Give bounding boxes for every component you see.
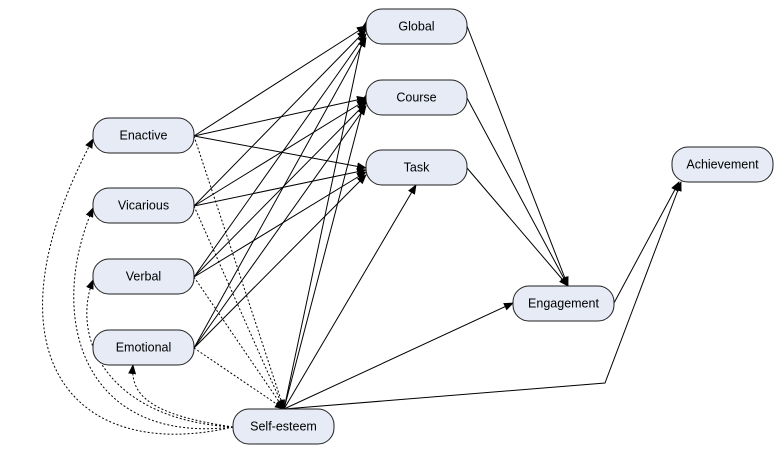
edge-emotional-to-global <box>193 37 367 349</box>
edge-self-esteem-to-global <box>283 21 369 410</box>
edge-enactive-to-self-esteem <box>193 135 285 410</box>
edge-self-esteem-to-vicarious <box>73 207 234 430</box>
node-achievement: Achievement <box>671 146 774 183</box>
edge-enactive-to-global <box>193 25 367 137</box>
edge-verbal-to-task <box>193 171 367 278</box>
node-verbal: Verbal <box>92 258 195 295</box>
edge-self-esteem-to-course <box>283 94 368 410</box>
edge-self-esteem-to-emotional <box>128 364 234 428</box>
edge-self-esteem-to-achievement <box>283 181 682 410</box>
node-course: Course <box>365 79 468 116</box>
node-emotional: Emotional <box>92 329 195 366</box>
node-course-label: Course <box>396 90 436 104</box>
node-vicarious: Vicarious <box>92 187 195 224</box>
node-verbal-label: Verbal <box>126 269 161 283</box>
edge-self-esteem-to-task <box>283 184 417 410</box>
edge-enactive-to-task <box>193 135 367 171</box>
edge-verbal-to-course <box>193 102 367 278</box>
edge-vicarious-to-self-esteem <box>193 205 285 410</box>
edge-vicarious-to-task <box>193 167 367 207</box>
node-self-esteem-label: Self-esteem <box>250 419 317 433</box>
node-vicarious-label: Vicarious <box>118 198 169 212</box>
node-engagement-label: Engagement <box>528 296 599 310</box>
node-engagement: Engagement <box>512 285 615 322</box>
edge-enactive-to-course <box>193 96 367 137</box>
edges-layer <box>42 21 682 435</box>
edge-verbal-to-global <box>193 33 367 278</box>
node-global-label: Global <box>398 19 434 33</box>
node-enactive-label: Enactive <box>120 128 168 142</box>
edge-verbal-to-self-esteem <box>193 276 285 410</box>
edge-vicarious-to-course <box>193 99 367 207</box>
node-task-label: Task <box>404 160 430 174</box>
node-global: Global <box>365 8 468 45</box>
node-enactive: Enactive <box>92 117 195 154</box>
node-achievement-label: Achievement <box>686 157 759 171</box>
edge-vicarious-to-global <box>193 29 367 207</box>
edge-course-to-engagement <box>466 97 569 287</box>
edge-global-to-engagement <box>466 25 569 287</box>
edge-task-to-engagement <box>466 167 569 287</box>
edge-self-esteem-to-engagement <box>283 302 514 410</box>
node-task: Task <box>365 149 468 186</box>
node-self-esteem: Self-esteem <box>232 408 335 445</box>
edge-engagement-to-achievement <box>613 181 680 304</box>
node-emotional-label: Emotional <box>116 340 172 354</box>
edge-emotional-to-course <box>193 105 367 349</box>
nodes-layer: Enactive Vicarious Verbal Emotional Self… <box>92 8 774 445</box>
